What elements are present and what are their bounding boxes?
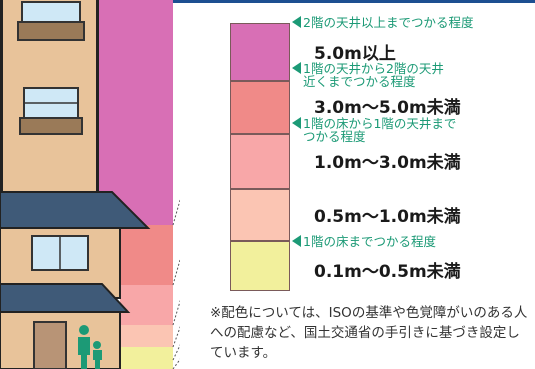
arrow-left-icon: [292, 62, 301, 74]
arrow-left-icon: [292, 235, 301, 247]
flood-level-5m: [99, 0, 173, 225]
legend-note-5: 1階の床までつかる程度: [292, 235, 436, 248]
legend-range-1: 5.0m以上: [314, 44, 396, 64]
child-icon: [93, 341, 101, 349]
legend-range-4: 0.5m〜1.0m未満: [314, 207, 461, 227]
legend-range-2: 3.0m〜5.0m未満: [314, 98, 461, 118]
legend-range-3: 1.0m〜3.0m未満: [314, 153, 461, 173]
legend-swatch-5m-plus: [230, 23, 290, 81]
legend-range-5: 0.1m〜0.5m未満: [314, 262, 461, 282]
legend-note-2: 1階の天井から2階の天井 近くまでつかる程度: [292, 62, 444, 88]
legend-swatch-3-5m: [230, 81, 290, 134]
legend-swatch-1-3m: [230, 134, 290, 189]
footnote: ※配色については、ISOの基準や色覚障がいのある人への配慮など、国土交通省の手引…: [210, 305, 528, 361]
legend-swatch-01-05m: [230, 241, 290, 291]
arrow-left-icon: [292, 16, 301, 28]
house-flood-illustration: [0, 0, 180, 369]
arrow-left-icon: [292, 117, 301, 129]
legend-note-3: 1階の床から1階の天井まで つかる程度: [292, 117, 456, 143]
person-icon: [79, 325, 89, 335]
legend-swatch-05-1m: [230, 189, 290, 241]
door-icon: [33, 321, 67, 369]
window-icon: [21, 1, 81, 23]
legend-note-1: 2階の天井以上までつかる程度: [292, 16, 473, 29]
top-border: [0, 0, 535, 3]
